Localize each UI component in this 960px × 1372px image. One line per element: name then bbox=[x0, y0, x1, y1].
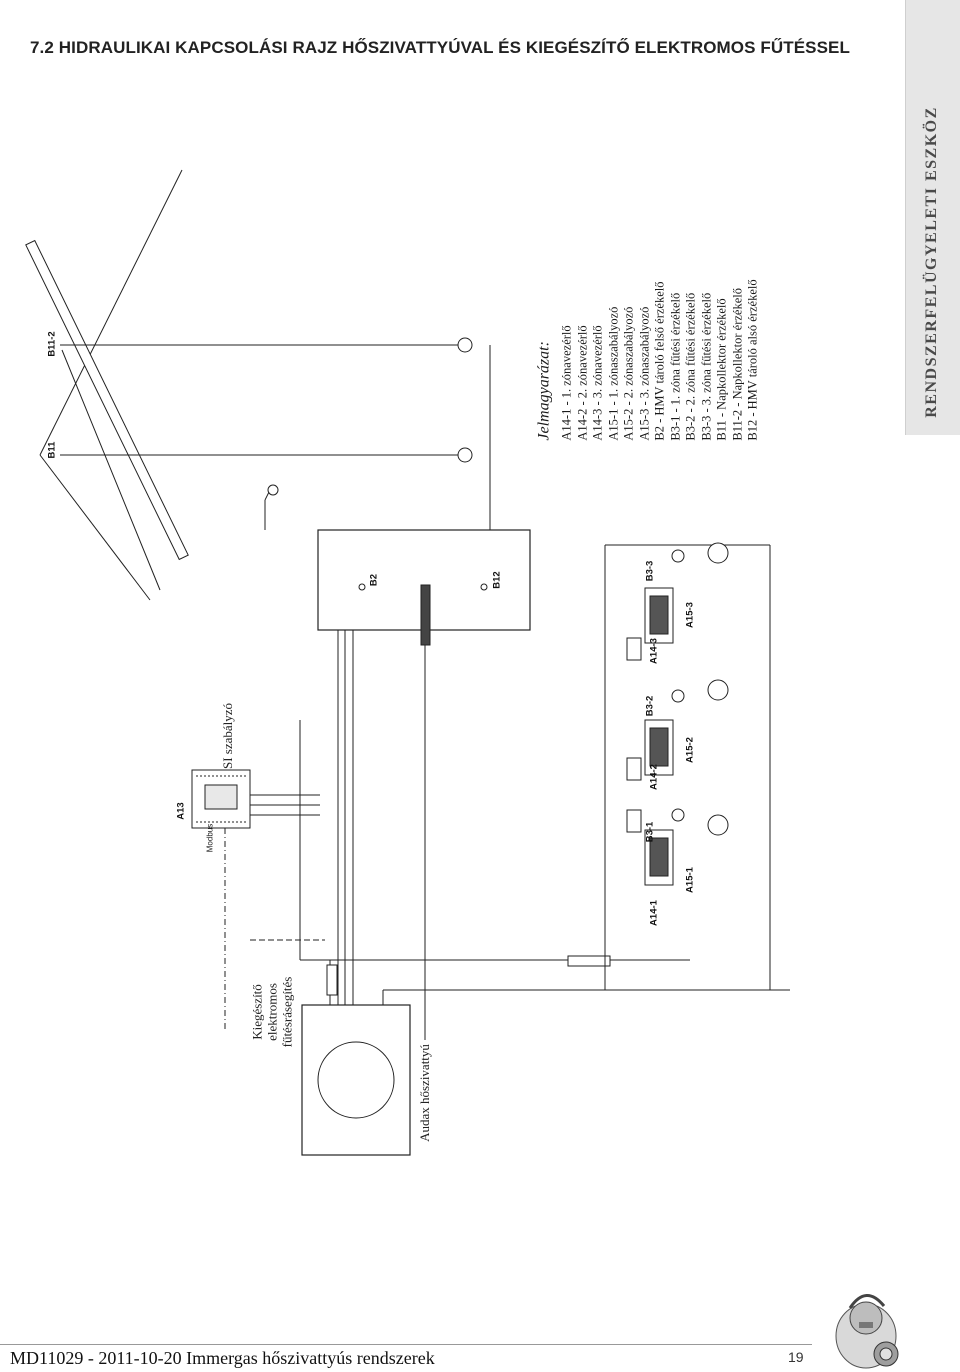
zone-mixer-a15-2-body bbox=[649, 727, 669, 767]
legend-item: A15-2 - 2. zónaszabályozó bbox=[621, 306, 636, 441]
sensor-b11-label: B11 bbox=[46, 441, 58, 459]
solar-collector-panel bbox=[25, 239, 189, 561]
label-a15-1: A15-1 bbox=[684, 867, 696, 893]
legend-item: B3-2 - 2. zóna fűtési érzékelő bbox=[683, 292, 698, 441]
zone-controller-a14-2 bbox=[626, 757, 642, 781]
immergas-mascot-logo bbox=[835, 1294, 899, 1369]
heat-pump-fan bbox=[317, 1041, 395, 1119]
sensor-b12-dot bbox=[480, 583, 488, 591]
air-vent bbox=[267, 484, 279, 496]
label-b3-3: B3-3 bbox=[644, 560, 656, 582]
label-a15-2: A15-2 bbox=[684, 737, 696, 763]
side-tab bbox=[905, 0, 960, 435]
legend-item: A14-3 - 3. zónavezérlő bbox=[590, 325, 605, 441]
controller-label: SI szabályzó bbox=[220, 702, 235, 770]
label-a15-3: A15-3 bbox=[684, 602, 696, 628]
label-a14-3: A14-3 bbox=[648, 638, 660, 664]
legend-item: B11 - Napkollektor érzékelő bbox=[714, 298, 729, 441]
solar-pipe-inner bbox=[61, 349, 161, 591]
backup-electric-heater bbox=[326, 964, 338, 996]
label-a14-2: A14-2 bbox=[648, 764, 660, 790]
legend-item: A14-2 - 2. zónavezérlő bbox=[574, 325, 589, 441]
si-controller-display bbox=[204, 784, 238, 810]
zone-mixer-a15-3-body bbox=[649, 595, 669, 635]
controller-tag-a13: A13 bbox=[175, 802, 187, 820]
page-number: 19 bbox=[788, 1349, 804, 1365]
legend-item: B3-3 - 3. zóna fűtési érzékelő bbox=[698, 292, 713, 441]
zone-3-pump bbox=[671, 549, 685, 563]
solar-pipe-left bbox=[39, 454, 151, 601]
solar-pump-2 bbox=[457, 337, 473, 353]
zone-controller-a14-1 bbox=[626, 809, 642, 833]
legend-item: A14-1 - 1. zónavezérlő bbox=[559, 325, 574, 441]
tank-electric-heater bbox=[420, 584, 431, 646]
page-title: 7.2 HIDRAULIKAI KAPCSOLÁSI RAJZ HŐSZIVAT… bbox=[30, 38, 850, 57]
zone-2-radiator bbox=[707, 679, 729, 701]
zone-1-pump bbox=[671, 808, 685, 822]
sensor-b2-dot bbox=[358, 583, 366, 591]
solar-pipe-top bbox=[39, 169, 183, 456]
zone-controller-a14-3 bbox=[626, 637, 642, 661]
label-b3-1: B3-1 bbox=[644, 821, 656, 843]
sensor-b12-label: B12 bbox=[491, 571, 503, 589]
legend-item: B2 - HMV tároló felső érzékelő bbox=[652, 281, 667, 441]
heat-pump-label: Audax hőszivattyú bbox=[417, 1044, 432, 1142]
zone-mixer-a15-1-body bbox=[649, 837, 669, 877]
legend-item: A15-1 - 1. zónaszabályozó bbox=[605, 306, 620, 441]
sensor-b11-2-label: B11-2 bbox=[46, 331, 58, 357]
legend-title: Jelmagyarázat: bbox=[535, 341, 553, 441]
legend-item: B3-1 - 1. zóna fűtési érzékelő bbox=[667, 292, 682, 441]
zone-2-pump bbox=[671, 689, 685, 703]
legend: Jelmagyarázat: A14-1 - 1. zónavezérlő A1… bbox=[535, 279, 761, 440]
footer-text: MD11029 - 2011-10-20 Immergas hőszivatty… bbox=[10, 1348, 435, 1368]
solar-pump-1 bbox=[457, 447, 473, 463]
hydraulic-separator bbox=[567, 955, 611, 967]
backup-heater-label: Kiegészítő elektromos fűtésrásegítés bbox=[249, 976, 295, 1048]
zone-1-radiator bbox=[707, 814, 729, 836]
label-b3-2: B3-2 bbox=[644, 695, 656, 717]
legend-item: B11-2 - Napkollektor érzékelő bbox=[729, 287, 744, 441]
modbus-label: Modbus bbox=[205, 823, 215, 853]
legend-item: B12 - HMV tároló alsó érzékelő bbox=[745, 279, 760, 441]
footer-divider bbox=[0, 1344, 812, 1345]
label-a14-1: A14-1 bbox=[648, 900, 660, 926]
zone-3-radiator bbox=[707, 542, 729, 564]
legend-item: A15-3 - 3. zónaszabályozó bbox=[636, 306, 651, 441]
sensor-b2-label: B2 bbox=[368, 573, 380, 587]
